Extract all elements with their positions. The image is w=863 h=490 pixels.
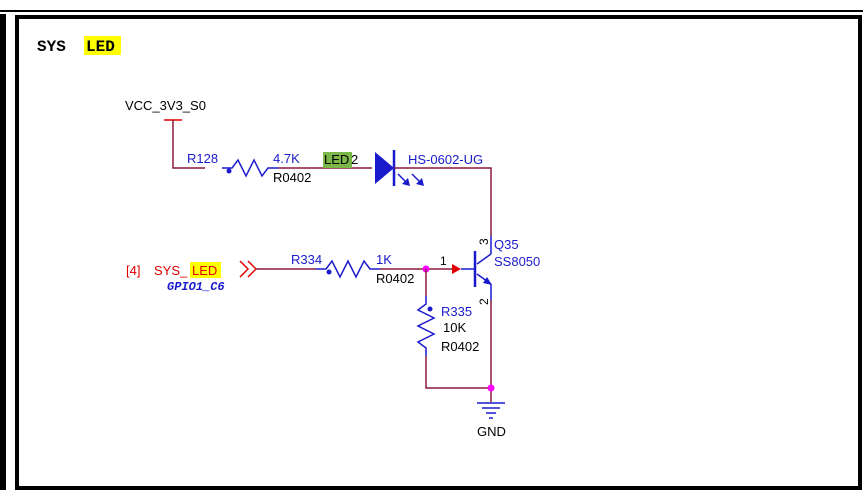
r334-pin1-dot [326,269,332,275]
r128-value: 4.7K [273,151,300,166]
input-net-highlight-text: LED [192,263,217,278]
led2-emit-arrowhead-2 [416,178,424,186]
r334-body [316,259,380,279]
wire-r335-gnd [425,356,491,389]
offpage-connector-2 [247,260,258,278]
title-highlight [84,36,121,55]
r335-value: 10K [443,320,466,335]
r128-pin1-dot [226,168,232,174]
gnd-net-label: GND [477,424,506,439]
q35-collector-diag [476,253,492,265]
r128-package: R0402 [273,170,311,185]
q35-pin1-label: 1 [440,254,447,268]
left-border-bar [0,14,6,490]
input-net-prefix: SYS_ [154,263,188,278]
wire-vcc-r128 [172,120,205,169]
led2-diode-triangle [375,152,394,184]
q35-pin2-label: 2 [477,298,491,305]
q35-emitter-arrow [483,277,492,285]
r335-pin1-dot [427,306,433,312]
sheet-frame [15,15,862,490]
junction-ground [487,384,495,392]
title-prefix: SYS [37,38,66,56]
q35-base-arrow [452,264,461,274]
r335-body [416,296,436,356]
q35-part-number: SS8050 [494,254,540,269]
led2-ref-highlight [323,152,352,168]
r334-ref: R334 [291,252,322,267]
q35-ref: Q35 [494,237,519,252]
wire-led2-q35 [394,167,492,236]
led2-ref-prefix: LED [324,152,349,167]
title-highlight-text: LED [86,38,115,56]
offpage-connector-1 [239,260,250,278]
r334-package: R0402 [376,271,414,286]
r128-body [222,158,278,178]
vcc-net-label: VCC_3V3_S0 [125,98,206,113]
input-net-highlight [190,262,221,278]
led2-emit-arrowhead-1 [402,178,410,186]
r128-ref: R128 [187,151,218,166]
r335-ref: R335 [441,304,472,319]
r334-value: 1K [376,252,392,267]
r335-package: R0402 [441,339,479,354]
q35-pin3-label: 3 [477,238,491,245]
input-sheet-ref: [4] [126,263,140,278]
led2-part-number: HS-0602-UG [408,152,483,167]
led2-ref-number: 2 [351,152,358,167]
input-gpio-alias: GPIO1_C6 [167,280,225,294]
